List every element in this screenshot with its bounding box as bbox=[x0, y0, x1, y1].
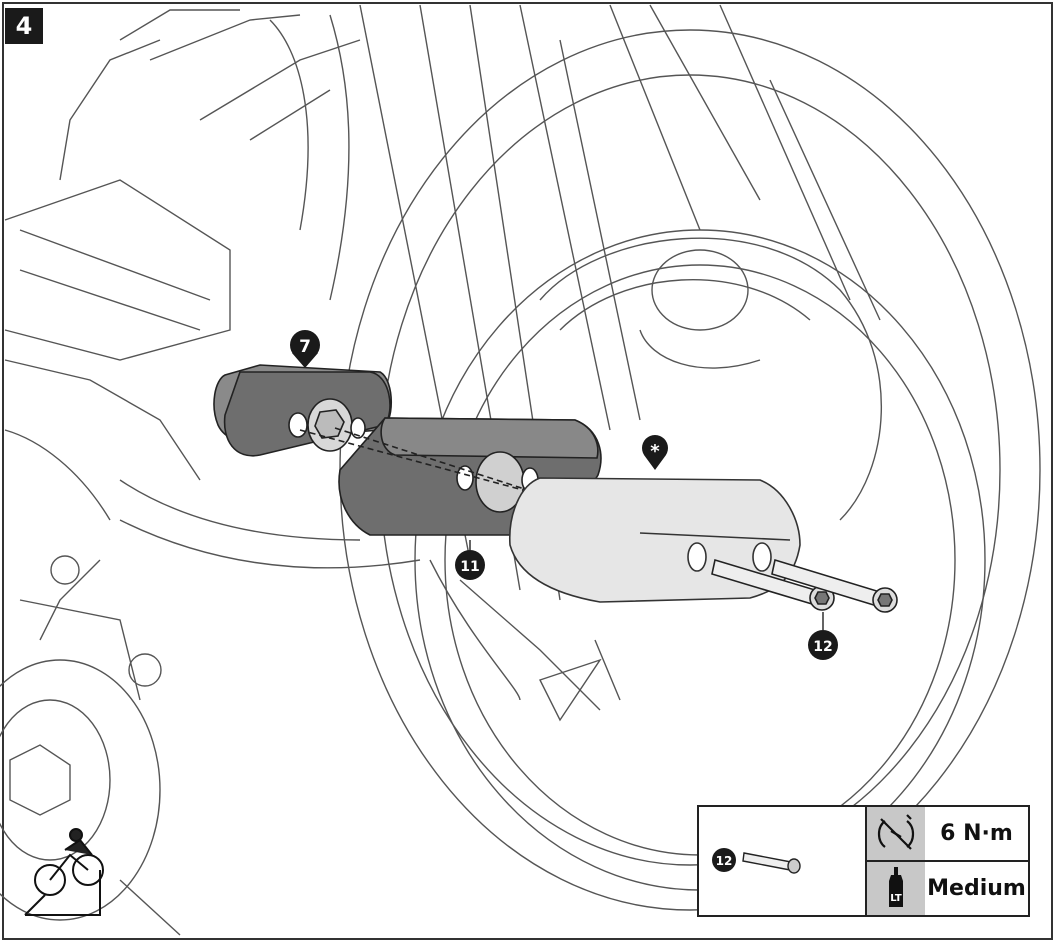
callout-marker-12: 12 bbox=[808, 612, 838, 660]
step-number-badge: 4 bbox=[5, 8, 43, 44]
spec-divider bbox=[865, 860, 1028, 862]
alignment-guide-lines bbox=[299, 427, 561, 501]
callout-label-7: 7 bbox=[299, 337, 311, 357]
spec-bolt-callout: 12 bbox=[716, 854, 733, 868]
threadlock-label: LT bbox=[890, 893, 902, 904]
spec-bolt-illustration: 12 bbox=[712, 848, 801, 874]
threadlock-value: Medium bbox=[927, 876, 1026, 901]
motorcycle-background-lineart bbox=[0, 4, 1041, 936]
threadlocker-bottle-icon: LT bbox=[889, 867, 903, 907]
spec-panel: 12 LT 6 N·m Medium bbox=[697, 805, 1030, 917]
spec-bolt-cell: 12 bbox=[699, 807, 865, 915]
callout-label-11: 11 bbox=[460, 559, 479, 575]
callout-label-asterisk: * bbox=[650, 441, 660, 462]
spacer-part-7 bbox=[213, 364, 392, 457]
torque-value: 6 N·m bbox=[940, 821, 1013, 846]
callout-marker-7: 7 bbox=[290, 330, 320, 368]
callout-label-12: 12 bbox=[813, 639, 832, 655]
motorcycle-on-stand-icon bbox=[24, 828, 104, 916]
callout-marker-11: 11 bbox=[455, 540, 485, 580]
torque-wrench-icon bbox=[877, 814, 915, 850]
bolts-part-12 bbox=[711, 558, 898, 613]
callout-marker-asterisk: * bbox=[642, 435, 668, 470]
